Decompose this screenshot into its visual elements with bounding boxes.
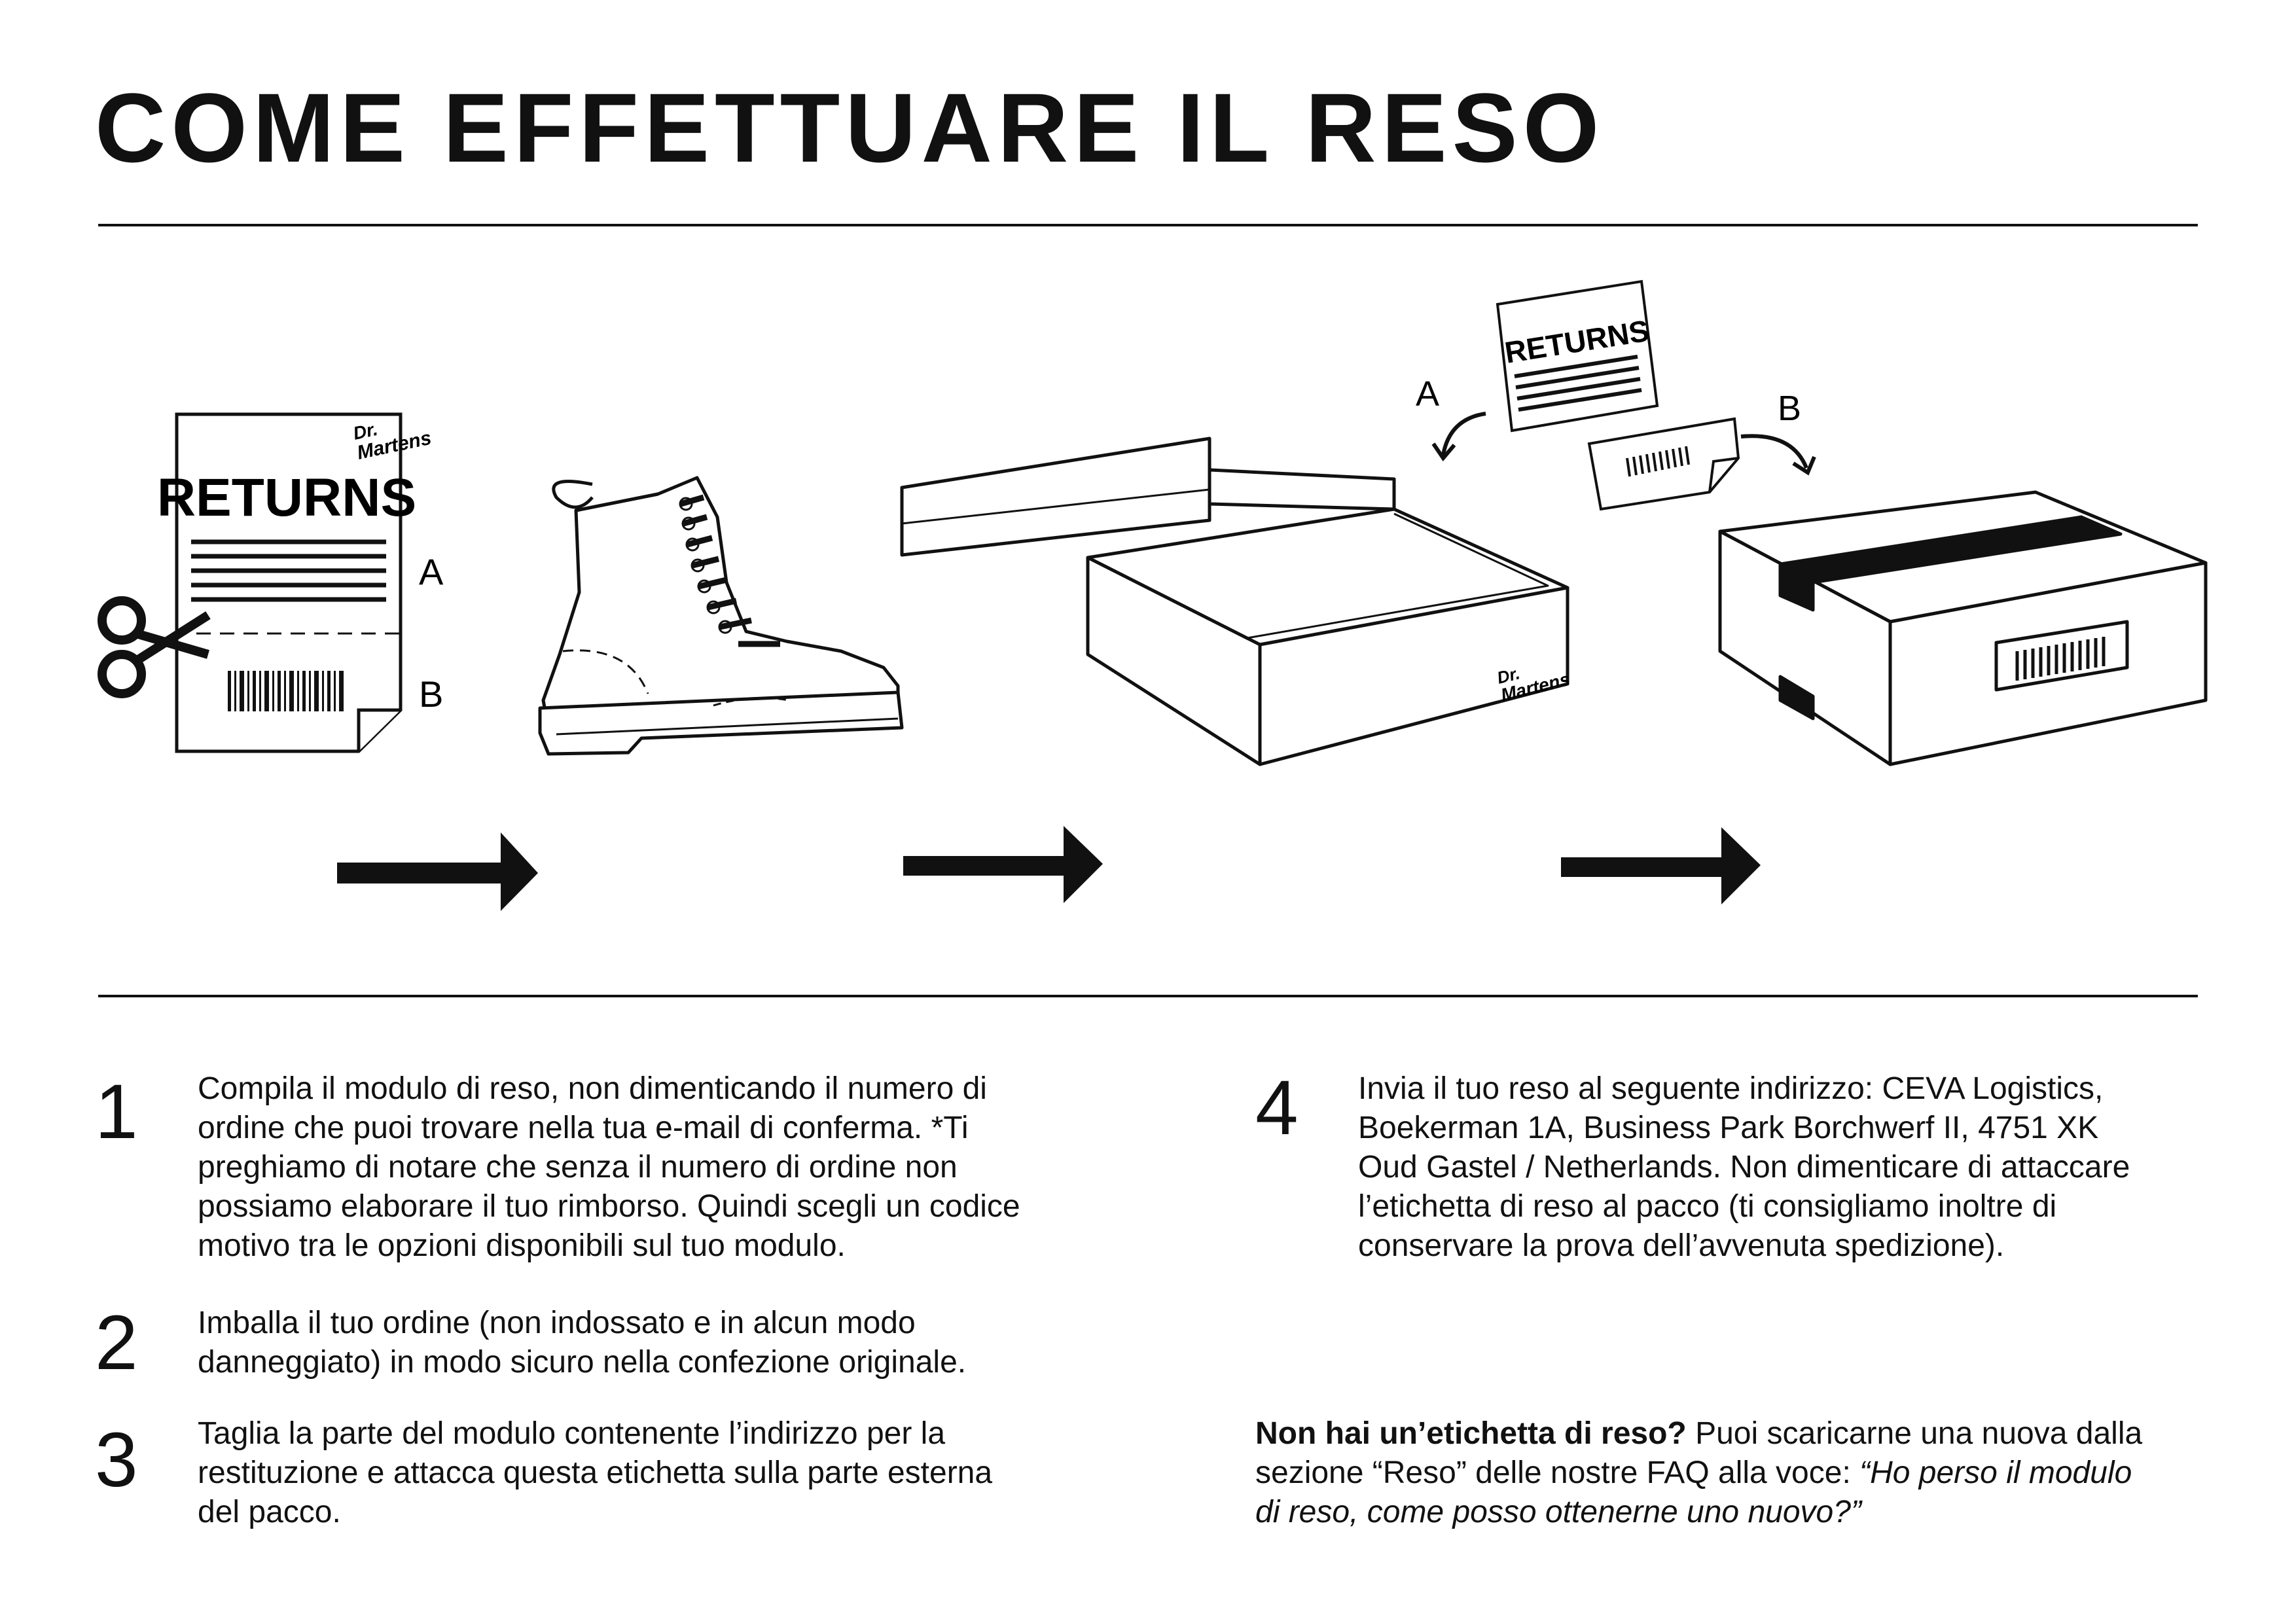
page-title: COME EFFETTUARE IL RESO (95, 73, 1605, 183)
curved-arrow-a-icon (1431, 412, 1486, 461)
returns-illustration: RETURNS Dr. Martens A B (98, 279, 2208, 911)
returns-form-icon (175, 412, 403, 753)
flow-arrow-icon (903, 826, 1103, 903)
shipping-label-icon (1587, 417, 1740, 511)
curved-arrow-b-icon (1740, 434, 1816, 476)
form-heading: RETURNS (157, 468, 416, 527)
step-2-number: 2 (95, 1300, 138, 1386)
step-4-text: Invia il tuo reso al seguente indirizzo:… (1358, 1071, 2130, 1263)
small-returns-form-icon (1496, 279, 1659, 433)
step-4-number: 4 (1255, 1065, 1299, 1151)
flow-arrow-icon (1561, 827, 1761, 904)
step-1-text: Compila il modulo di reso, non dimentica… (198, 1071, 1020, 1263)
shoebox-icon (900, 437, 1570, 766)
parcel-barcode-icon (2015, 637, 2106, 681)
barcode-icon (228, 671, 344, 711)
note-question: Non hai un’etichetta di reso? (1255, 1416, 1687, 1451)
missing-label-note: Non hai un’etichetta di reso? Puoi scari… (1255, 1416, 2143, 1529)
label-b: B (419, 673, 443, 715)
small-label-b: B (1778, 389, 1801, 428)
step-1-number: 1 (95, 1069, 138, 1155)
flow-arrow-icon (337, 832, 538, 911)
form-brand-line1: Dr. (351, 419, 380, 444)
step-2-text: Imballa il tuo ordine (non indossato e i… (198, 1306, 967, 1380)
small-label-a: A (1416, 374, 1439, 414)
parcel-icon (1718, 490, 2208, 766)
step-3-number: 3 (95, 1417, 138, 1503)
scissors-icon (98, 596, 211, 698)
boot-icon (538, 476, 904, 756)
label-a: A (419, 551, 444, 592)
bottom-divider (98, 995, 2198, 997)
step-3-text: Taglia la parte del modulo contenente l’… (198, 1416, 993, 1529)
top-divider (98, 224, 2198, 226)
